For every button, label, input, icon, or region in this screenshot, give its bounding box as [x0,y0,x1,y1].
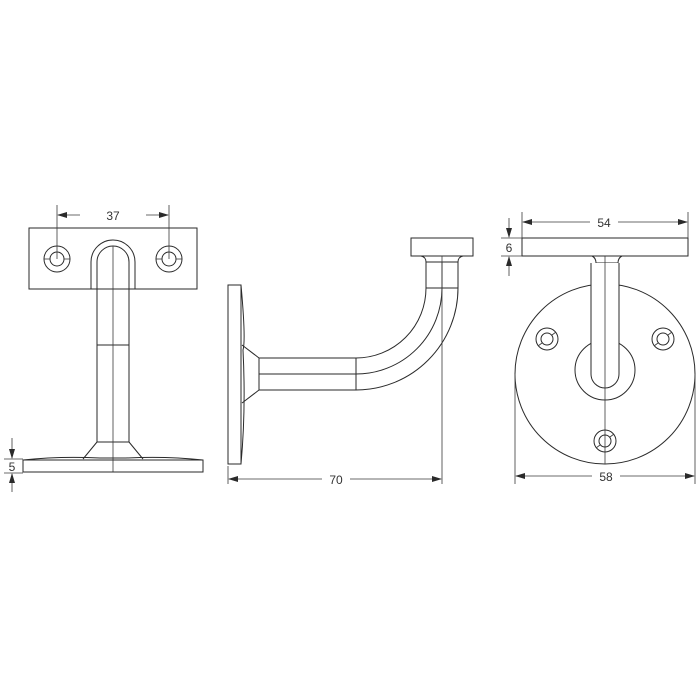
dimension-hole-spacing: 37 [56,205,170,259]
side-view [227,237,474,465]
tube-collar [90,239,136,289]
dim-label-58: 58 [599,470,613,484]
top-hole-left [535,327,559,351]
wall-plate [227,284,242,465]
dim-label-6: 6 [506,241,513,255]
dimension-saddle-width: 54 [521,212,689,238]
front-view [22,227,204,473]
dim-label-37: 37 [106,209,120,223]
dimension-base-diameter: 58 [514,374,696,484]
side-saddle [410,237,474,257]
dim-label-54: 54 [597,216,611,230]
dim-label-70: 70 [329,473,343,487]
dimension-base-thickness: 5 [4,438,23,492]
top-hole-right [651,327,675,351]
top-hole-bottom [593,429,617,453]
base-plate [22,459,204,473]
dim-label-5: 5 [9,460,16,474]
dimension-projection: 70 [227,256,443,487]
top-view [514,237,696,465]
dimension-saddle-thickness: 6 [501,218,522,276]
top-saddle [521,237,689,257]
